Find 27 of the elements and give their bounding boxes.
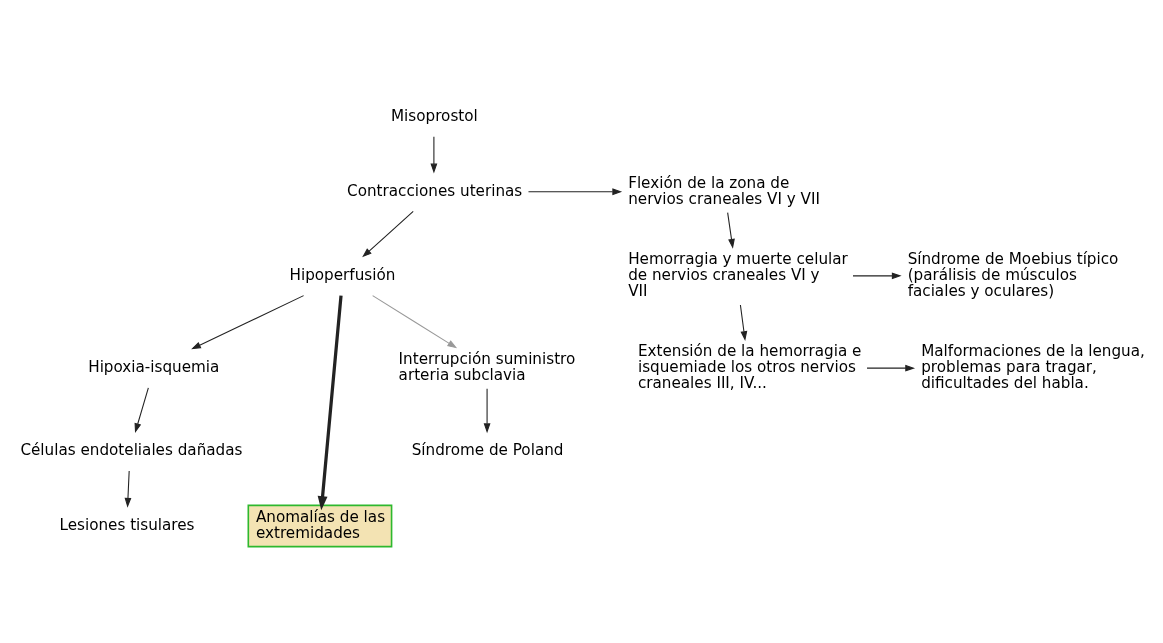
node-text: Síndrome de Moebius típico (parálisis de músculos faciales y oculares) <box>907 249 1119 300</box>
node-text: Malformaciones de la lengua, problemas para tragar, dificultades del habla. <box>921 341 1145 392</box>
node-text: Hemorragia y muerte celular de nervios craneales VI y VII <box>628 249 848 300</box>
arrow <box>483 387 491 433</box>
arrow <box>727 211 735 249</box>
arrow <box>134 386 149 433</box>
arrow <box>430 135 438 173</box>
node-text: Contracciones uterinas <box>347 181 523 200</box>
arrow <box>362 210 414 257</box>
arrow <box>372 294 458 348</box>
node-text: Misoprostol <box>391 106 478 125</box>
arrow <box>317 294 343 510</box>
node-text: Síndrome de Poland <box>411 440 564 459</box>
arrow <box>527 187 623 195</box>
arrow <box>852 271 902 279</box>
node-box: Anomalías de las extremidades <box>247 504 393 547</box>
node-text: Extensión de la hemorragia e isquemiade los otros nervios craneales III, IV... <box>637 341 862 392</box>
node-text: Hipoxia-isquemia <box>88 357 220 376</box>
arrow <box>866 364 916 372</box>
node-text: Interrupción suministro arteria subclavia <box>398 349 576 384</box>
arrow <box>191 294 305 349</box>
node-text: Lesiones tisulares <box>59 515 195 534</box>
node-text: Células endoteliales dañadas <box>20 440 243 459</box>
arrow <box>124 469 132 508</box>
arrow <box>739 303 748 341</box>
node-text: Hipoperfusión <box>289 265 396 284</box>
node-text: Flexión de la zona de nervios craneales VI y VII <box>628 173 820 208</box>
